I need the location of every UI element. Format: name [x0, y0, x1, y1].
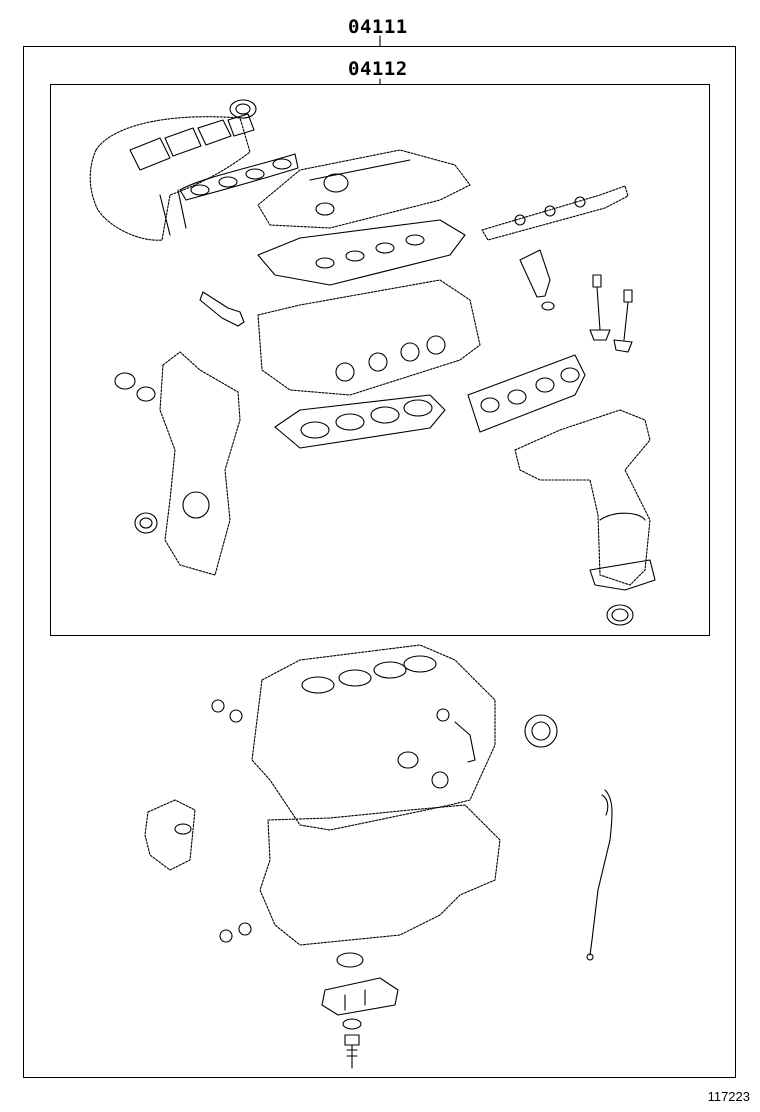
crankshaft-front-oil-seal[interactable] — [134, 512, 158, 534]
block-plug-gasket[interactable] — [397, 708, 476, 789]
oil-filler-cap-gasket[interactable] — [315, 202, 335, 216]
timing-chain-cover[interactable] — [159, 351, 241, 576]
plug-seals-block[interactable] — [211, 699, 252, 943]
part-label-04111[interactable]: 04111 — [348, 16, 408, 38]
oil-filter-union-bolt[interactable] — [344, 1034, 360, 1069]
exhaust-valve[interactable] — [613, 289, 633, 353]
oil-filter-gasket[interactable] — [336, 952, 364, 968]
intake-manifold-gasket[interactable] — [179, 153, 299, 201]
outer-kit-frame — [23, 46, 736, 1078]
oil-pan[interactable] — [259, 804, 501, 946]
exhaust-manifold-gasket[interactable] — [467, 354, 586, 433]
part-label-04112[interactable]: 04112 — [348, 58, 408, 80]
water-pump-assembly[interactable] — [144, 799, 196, 871]
throttle-gasket[interactable] — [229, 99, 257, 119]
intake-manifold[interactable] — [89, 113, 255, 241]
cylinder-head-gasket[interactable] — [274, 394, 446, 449]
fuel-injector[interactable] — [519, 249, 555, 311]
oil-level-gauge[interactable] — [586, 789, 613, 961]
camshaft[interactable] — [481, 185, 629, 241]
illustration-reference-number: 117223 — [707, 1089, 750, 1104]
exhaust-gasket-ring[interactable] — [606, 604, 634, 626]
cylinder-head[interactable] — [257, 279, 481, 396]
cover-plug-gasket[interactable] — [114, 372, 136, 390]
oil-filter-bracket[interactable] — [321, 977, 399, 1016]
cylinder-head-cover[interactable] — [257, 149, 471, 229]
spark-plug-tube[interactable] — [199, 291, 245, 327]
cylinder-block[interactable] — [251, 644, 496, 831]
intake-valve[interactable] — [589, 274, 611, 341]
cylinder-head-cover-gasket[interactable] — [257, 219, 466, 286]
exhaust-manifold-converter[interactable] — [514, 409, 656, 591]
oil-filter-o-ring[interactable] — [342, 1018, 362, 1030]
crankshaft-rear-oil-seal[interactable] — [524, 714, 558, 748]
